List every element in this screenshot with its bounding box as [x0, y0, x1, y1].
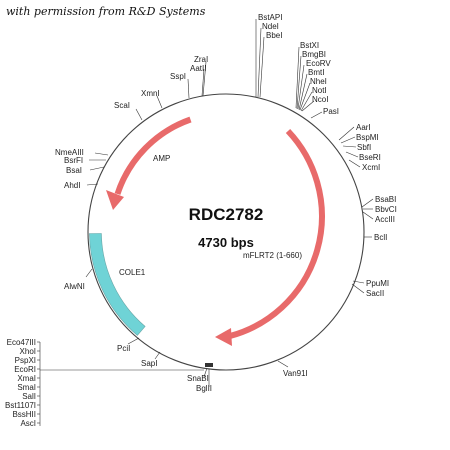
plasmid-size: 4730 bps	[198, 235, 254, 250]
top-cluster-leaders	[255, 19, 323, 119]
plasmid-backbone	[87, 93, 365, 371]
site-bsabi: BsaBI	[375, 195, 396, 204]
permission-credit: with permission from R&D Systems	[6, 5, 206, 18]
site-sspi: SspI	[170, 72, 186, 81]
site-bstapi: BstAPI	[258, 13, 282, 22]
bottom-cluster-marker	[205, 363, 213, 367]
site-scai: ScaI	[114, 101, 130, 110]
site-xcmi: XcmI	[362, 163, 380, 172]
site-xhoi: XhoI	[20, 347, 36, 356]
site-ncoi: NcoI	[312, 95, 328, 104]
site-bst1107i: Bst1107I	[5, 401, 36, 410]
site-aari: AarI	[356, 123, 371, 132]
site-bmgbi: BmgBI	[302, 50, 326, 59]
site-bsrfi: BsrFI	[64, 156, 83, 165]
site-sbfi: SbfI	[357, 143, 371, 152]
site-bsshii: BssHII	[12, 410, 36, 419]
feature-label-cole1: COLE1	[119, 268, 146, 277]
amp-feature-arrow	[114, 116, 192, 195]
site-bbei: BbeI	[266, 31, 282, 40]
site-nmeaiii: NmeAIII	[55, 148, 84, 157]
site-pspxi: PspXI	[15, 356, 36, 365]
bottom-left-cluster-leaders	[37, 341, 204, 426]
plasmid-name: RDC2782	[189, 205, 264, 224]
site-beseri: BseRI	[359, 153, 381, 162]
mflrt2-arrowhead	[215, 328, 232, 346]
right-lower-leaders	[351, 280, 365, 294]
site-ecorv: EcoRV	[306, 59, 331, 68]
right-middle-leaders	[361, 198, 374, 238]
mflrt2-feature-arrow	[229, 128, 325, 339]
feature-label-amp: AMP	[153, 154, 170, 163]
site-snabi: SnaBI	[187, 374, 209, 383]
site-nhei: NheI	[310, 77, 327, 86]
site-ahdi: AhdI	[64, 181, 80, 190]
cole1-feature-outline	[89, 233, 146, 336]
feature-label-mflrt2: mFLRT2 (1-660)	[243, 251, 302, 260]
bottom-leaders	[203, 367, 210, 387]
site-bbvci: BbvCI	[375, 205, 397, 214]
amp-arrowhead	[106, 190, 124, 210]
site-sali: SalI	[22, 392, 36, 401]
site-zrai: ZraI	[194, 55, 208, 64]
site-eco47iii: Eco47III	[7, 338, 36, 347]
right-upper-leaders	[338, 126, 361, 168]
site-pcii: PciI	[117, 344, 130, 353]
site-bspmi: BspMI	[356, 133, 379, 142]
site-aatii: AatII	[190, 64, 206, 73]
left-leaders	[85, 61, 207, 360]
site-acciii: AccIII	[375, 215, 395, 224]
van91i-leader	[277, 360, 289, 368]
site-alwni: AlwNI	[64, 282, 85, 291]
site-van91i: Van91I	[283, 369, 308, 378]
site-bcli: BclI	[374, 233, 387, 242]
site-asci: AscI	[20, 419, 36, 428]
site-ppumi: PpuMI	[366, 279, 389, 288]
cole1-feature-band	[89, 233, 146, 336]
site-bstxi: BstXI	[300, 41, 319, 50]
site-xmai: XmaI	[17, 374, 36, 383]
site-bglii: BglII	[196, 384, 212, 393]
site-smai: SmaI	[17, 383, 36, 392]
site-noti: NotI	[312, 86, 327, 95]
site-bmti: BmtI	[308, 68, 324, 77]
site-xmni: XmnI	[141, 89, 160, 98]
site-ndei: NdeI	[262, 22, 279, 31]
site-sacii: SacII	[366, 289, 384, 298]
site-sapi: SapI	[141, 359, 157, 368]
site-ecori: EcoRI	[14, 365, 36, 374]
site-bsai: BsaI	[66, 166, 82, 175]
site-pasi: PasI	[323, 107, 339, 116]
